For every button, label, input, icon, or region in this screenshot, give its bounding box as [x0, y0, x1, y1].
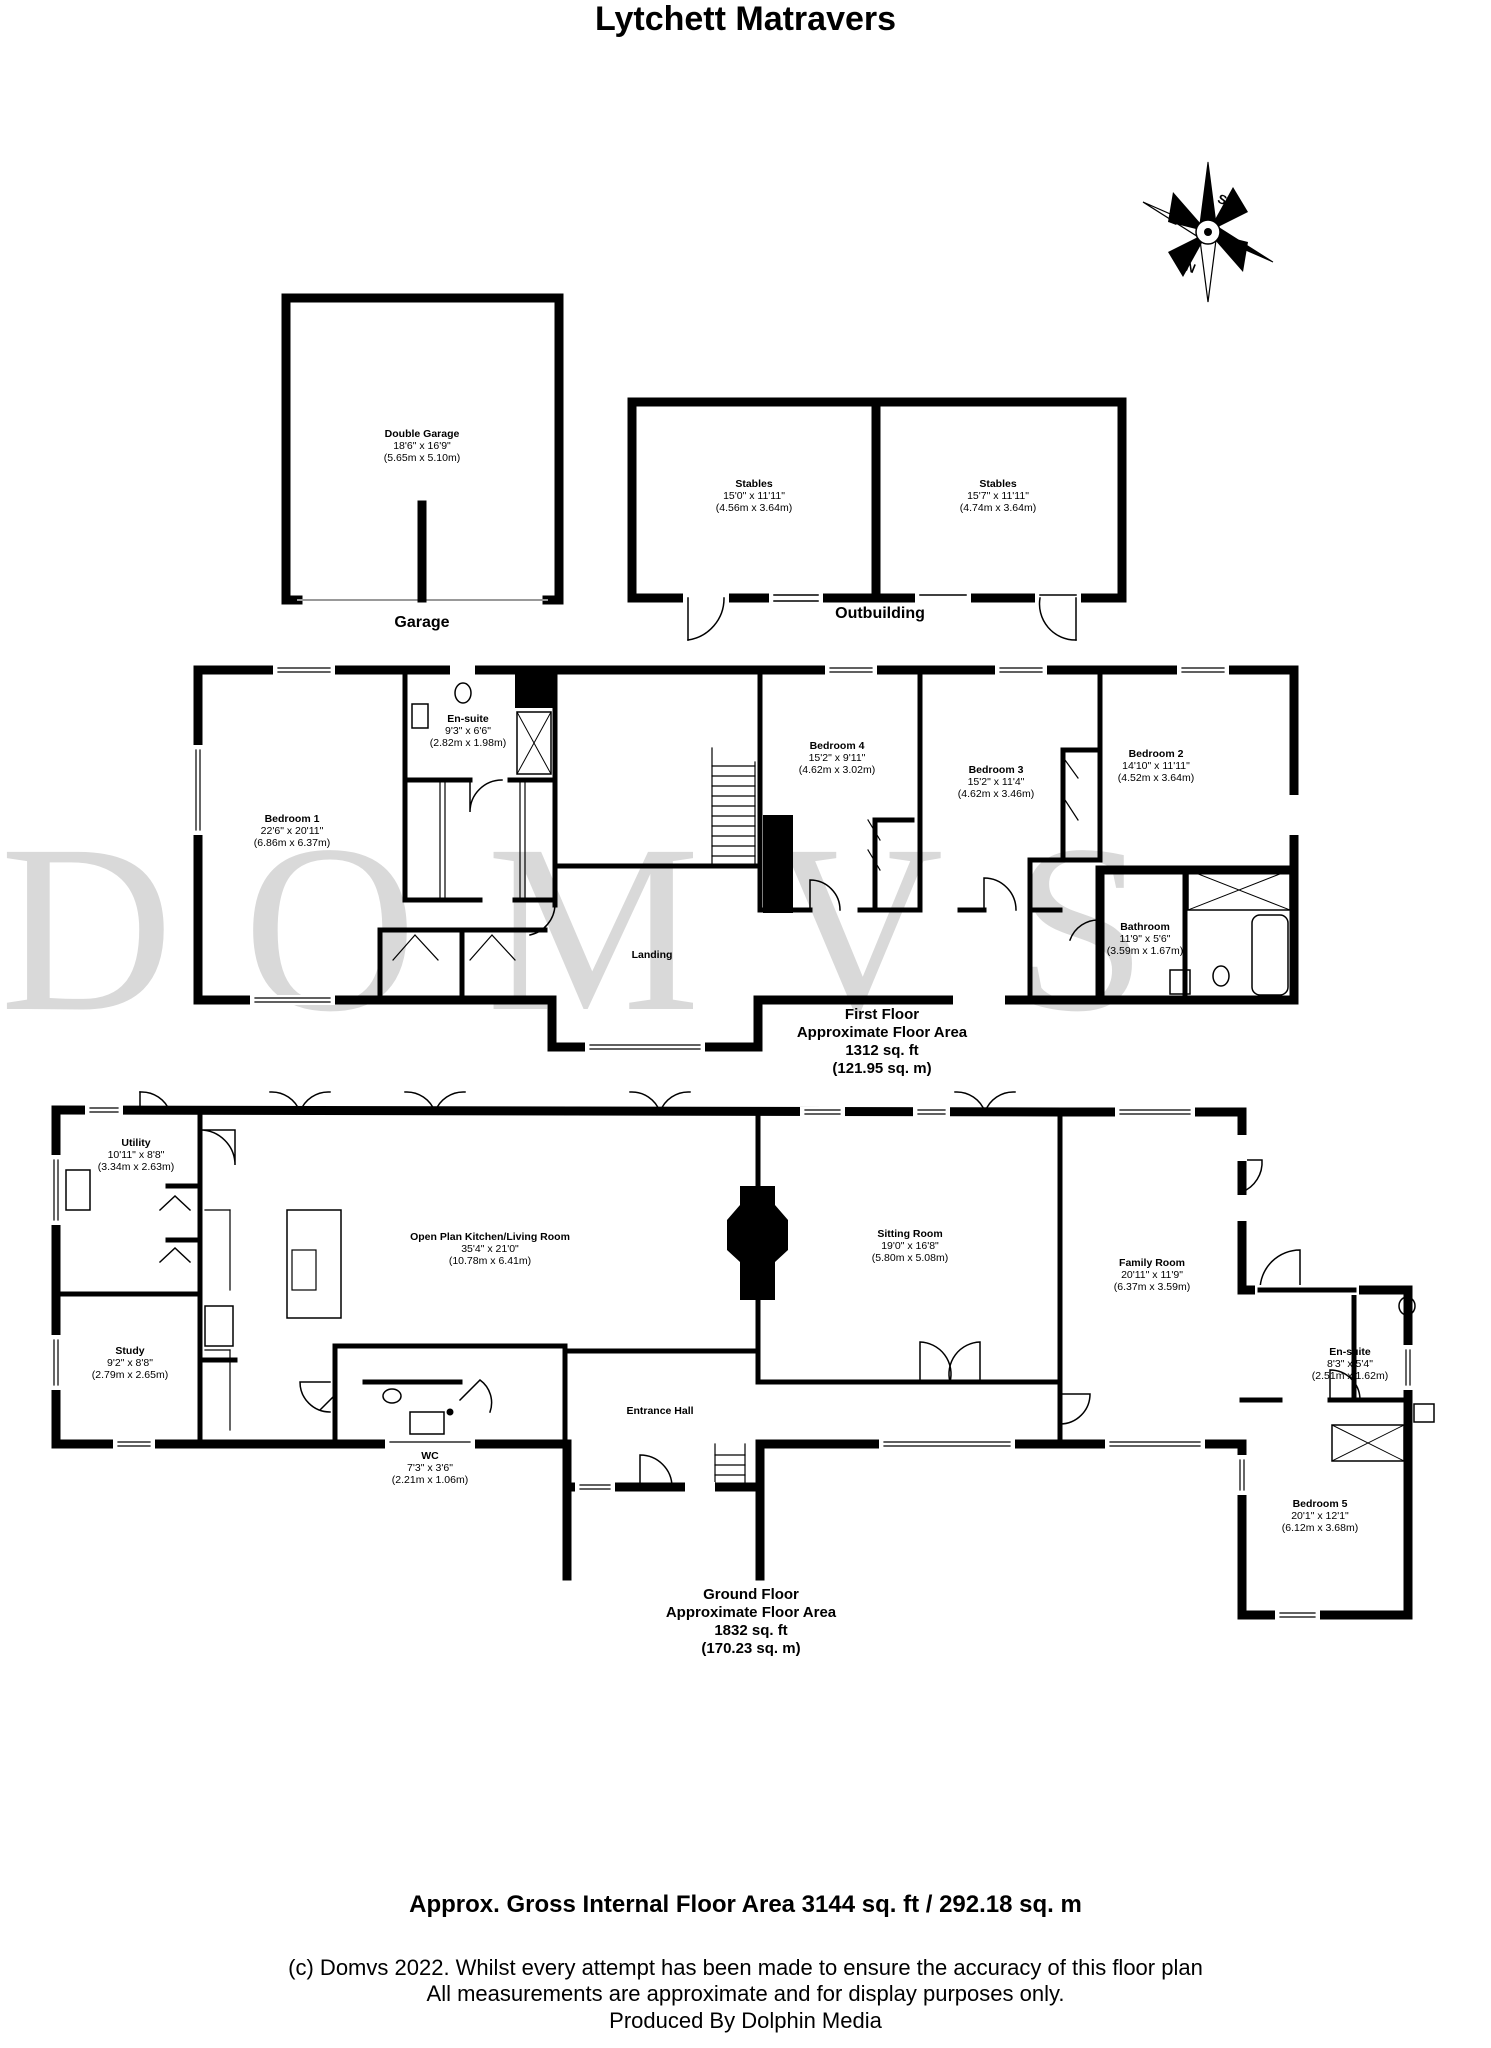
room-bedroom-2: Bedroom 2 14'10" x 11'11" (4.52m x 3.64m… — [1096, 748, 1216, 784]
room-name: Bedroom 5 — [1292, 1498, 1348, 1510]
room-name: En-suite — [447, 713, 489, 725]
footer-line-2: All measurements are approximate and for… — [426, 1981, 1065, 2007]
room-study: Study 9'2" x 8'8" (2.79m x 2.65m) — [80, 1345, 180, 1381]
room-double-garage: Double Garage 18'6" x 16'9" (5.65m x 5.1… — [362, 428, 482, 464]
room-size-imperial: 9'2" x 8'8" — [107, 1357, 153, 1370]
gross-internal-area: Approx. Gross Internal Floor Area 3144 s… — [409, 1891, 1082, 1918]
room-name: Utility — [121, 1137, 151, 1149]
room-name: Open Plan Kitchen/Living Room — [410, 1231, 570, 1243]
first-floor-walls — [193, 665, 1299, 1052]
room-size-imperial: 15'2" x 11'4" — [967, 776, 1025, 789]
room-bedroom-5: Bedroom 5 20'1" x 12'1" (6.12m x 3.68m) — [1260, 1498, 1380, 1534]
room-size-metric: (3.34m x 2.63m) — [97, 1161, 175, 1174]
room-size-imperial: 35'4" x 21'0" — [461, 1243, 519, 1256]
room-ensuite-1: En-suite 9'3" x 6'6" (2.82m x 1.98m) — [418, 713, 518, 749]
room-family-room: Family Room 20'11" x 11'9" (6.37m x 3.59… — [1092, 1257, 1212, 1293]
room-size-imperial: 22'6" x 20'11" — [260, 825, 324, 838]
room-size-imperial: 9'3" x 6'6" — [445, 725, 491, 738]
room-entrance-hall: Entrance Hall — [600, 1405, 720, 1417]
room-size-metric: (4.62m x 3.02m) — [798, 764, 876, 777]
room-size-imperial: 15'2" x 9'11" — [808, 752, 866, 765]
room-size-imperial: 7'3" x 3'6" — [407, 1462, 453, 1475]
room-wc: WC 7'3" x 3'6" (2.21m x 1.06m) — [380, 1450, 480, 1486]
room-name: Sitting Room — [877, 1228, 943, 1240]
room-size-imperial: 14'10" x 11'11" — [1122, 760, 1190, 773]
room-ensuite-2: En-suite 8'3" x 5'4" (2.51m x 1.62m) — [1300, 1346, 1400, 1382]
floor-title: First Floor — [844, 1006, 920, 1023]
room-size-metric: (2.21m x 1.06m) — [391, 1474, 469, 1487]
room-name: Bedroom 3 — [968, 764, 1024, 776]
room-size-imperial: 20'1" x 12'1" — [1291, 1510, 1349, 1523]
footer-line-1: (c) Domvs 2022. Whilst every attempt has… — [288, 1955, 1203, 1980]
room-size-imperial: 15'0" x 11'11" — [723, 490, 785, 503]
room-name: Landing — [631, 949, 673, 961]
room-landing: Landing — [612, 949, 692, 961]
room-name: Bathroom — [1120, 921, 1170, 933]
room-name: WC — [421, 1450, 439, 1462]
room-stables-2: Stables 15'7" x 11'11" (4.74m x 3.64m) — [938, 478, 1058, 514]
floor-area-sqft: 1832 sq. ft — [714, 1622, 788, 1639]
footer-line-3: Produced By Dolphin Media — [609, 2007, 882, 2033]
first-floor-area: First Floor Approximate Floor Area 1312 … — [742, 1006, 1022, 1078]
room-size-metric: (4.74m x 3.64m) — [959, 502, 1037, 515]
floor-subtitle: Approximate Floor Area — [796, 1024, 968, 1041]
garage-walls — [281, 293, 564, 605]
room-bathroom: Bathroom 11'9" x 5'6" (3.59m x 1.67m) — [1100, 921, 1190, 957]
floor-subtitle: Approximate Floor Area — [665, 1604, 837, 1621]
room-size-metric: (2.51m x 1.62m) — [1311, 1370, 1389, 1383]
room-size-metric: (5.80m x 5.08m) — [871, 1252, 949, 1265]
outbuilding-walls — [627, 397, 1127, 603]
room-size-imperial: 11'9" x 5'6" — [1119, 933, 1171, 946]
room-size-metric: (4.62m x 3.46m) — [957, 788, 1035, 801]
room-name: Bedroom 4 — [809, 740, 865, 752]
room-size-metric: (6.12m x 3.68m) — [1281, 1522, 1359, 1535]
room-size-metric: (4.56m x 3.64m) — [715, 502, 793, 515]
room-name: Family Room — [1119, 1257, 1185, 1269]
room-size-metric: (6.86m x 6.37m) — [253, 837, 331, 850]
room-name: Stables — [979, 478, 1017, 490]
room-bedroom-3: Bedroom 3 15'2" x 11'4" (4.62m x 3.46m) — [936, 764, 1056, 800]
room-name: Stables — [735, 478, 773, 490]
room-size-metric: (4.52m x 3.64m) — [1117, 772, 1195, 785]
garage-label: Garage — [394, 614, 450, 631]
room-size-imperial: 10'11" x 8'8" — [107, 1149, 165, 1162]
room-size-imperial: 18'6" x 16'9" — [393, 440, 451, 453]
ground-floor-walls — [51, 1105, 1413, 1620]
room-utility: Utility 10'11" x 8'8" (3.34m x 2.63m) — [86, 1137, 186, 1173]
room-size-metric: (3.59m x 1.67m) — [1106, 945, 1184, 958]
floor-area-sqft: 1312 sq. ft — [845, 1042, 919, 1059]
plan-title: Lytchett Matravers — [594, 0, 897, 38]
room-size-imperial: 19'0" x 16'8" — [881, 1240, 939, 1253]
room-name: Entrance Hall — [626, 1405, 694, 1417]
room-size-metric: (2.79m x 2.65m) — [91, 1369, 169, 1382]
room-size-metric: (5.65m x 5.10m) — [383, 452, 461, 465]
room-sitting-room: Sitting Room 19'0" x 16'8" (5.80m x 5.08… — [850, 1228, 970, 1264]
room-name: Bedroom 1 — [264, 813, 320, 825]
room-size-imperial: 20'11" x 11'9" — [1121, 1269, 1183, 1282]
room-size-metric: (2.82m x 1.98m) — [429, 737, 507, 750]
room-name: Study — [115, 1345, 145, 1357]
floor-area-sqm: (121.95 sq. m) — [832, 1060, 932, 1077]
compass-icon — [1142, 161, 1274, 303]
room-name: Double Garage — [384, 428, 460, 440]
room-name: En-suite — [1329, 1346, 1371, 1358]
floor-area-sqm: (170.23 sq. m) — [701, 1640, 801, 1657]
room-size-imperial: 8'3" x 5'4" — [1327, 1358, 1373, 1371]
room-size-metric: (6.37m x 3.59m) — [1113, 1281, 1191, 1294]
outbuilding-label: Outbuilding — [835, 605, 925, 622]
room-size-imperial: 15'7" x 11'11" — [967, 490, 1029, 503]
floor-title: Ground Floor — [703, 1586, 799, 1603]
room-kitchen: Open Plan Kitchen/Living Room 35'4" x 21… — [390, 1231, 590, 1267]
room-bedroom-4: Bedroom 4 15'2" x 9'11" (4.62m x 3.02m) — [777, 740, 897, 776]
footer-disclaimer: (c) Domvs 2022. Whilst every attempt has… — [0, 1955, 1491, 2034]
room-size-metric: (10.78m x 6.41m) — [448, 1255, 532, 1268]
room-bedroom-1: Bedroom 1 22'6" x 20'11" (6.86m x 6.37m) — [232, 813, 352, 849]
room-stables-1: Stables 15'0" x 11'11" (4.56m x 3.64m) — [694, 478, 814, 514]
room-name: Bedroom 2 — [1128, 748, 1184, 760]
watermark: DOMVS — [0, 795, 1217, 1061]
ground-floor-area: Ground Floor Approximate Floor Area 1832… — [611, 1586, 891, 1658]
